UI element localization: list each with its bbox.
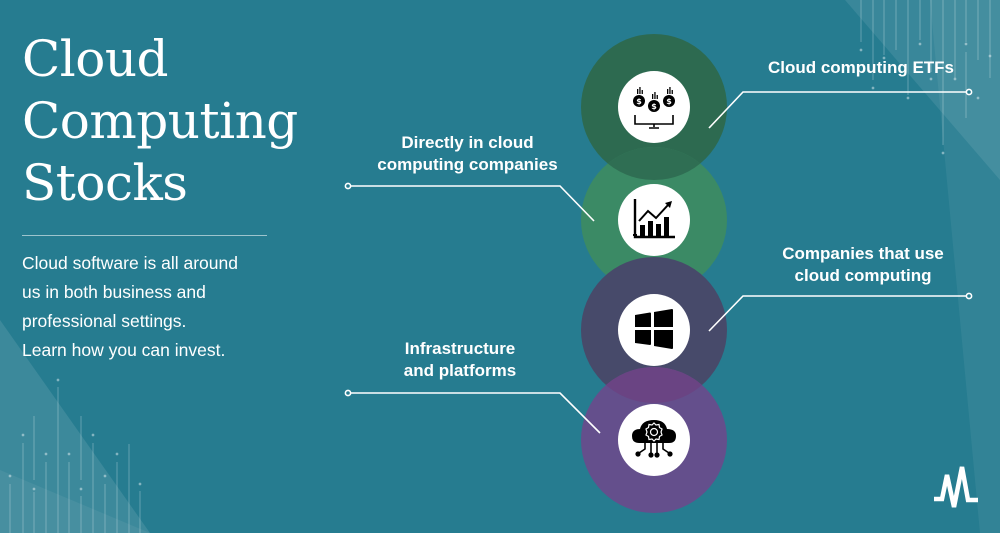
money-monitor-icon: $ $ $ [633, 87, 675, 129]
light-beam-bottom-left [0, 320, 150, 533]
light-beam-bottom-left-2 [0, 470, 150, 533]
svg-text:$: $ [636, 97, 642, 106]
connector-etfs [708, 91, 967, 129]
title-line: Computing [22, 92, 298, 150]
windows-logo-icon [635, 309, 673, 349]
svg-text:$: $ [666, 97, 672, 106]
icon-disc-etfs: $ $ $ [618, 71, 690, 143]
intro-paragraph: Cloud software is all around us in both … [22, 249, 292, 365]
connector-users [708, 295, 967, 332]
vertical-tick-lines-bottom-left [8, 378, 142, 533]
page-title: Cloud Computing Stocks [22, 28, 298, 214]
connector-direct [348, 185, 595, 222]
label-line: Cloud computing ETFs [767, 58, 955, 77]
intro-line: Learn how you can invest. [22, 340, 226, 360]
option-label-etfs: Cloud computing ETFs [746, 57, 976, 79]
option-label-direct: Directly in cloud computing companies [340, 132, 595, 176]
title-line: Cloud [22, 30, 169, 88]
label-line: and platforms [403, 361, 517, 380]
pulse-logo-icon [934, 466, 978, 508]
growth-chart-icon [633, 199, 675, 239]
light-beam-top-right-2 [930, 0, 1000, 533]
label-line: Infrastructure [404, 339, 516, 358]
label-line: cloud computing [794, 266, 932, 285]
icon-disc-infrastructure [618, 404, 690, 476]
connector-end-dot [965, 88, 973, 96]
connector-end-dot [344, 389, 352, 397]
vertical-tick-lines-top-right [859, 0, 992, 155]
label-line: computing companies [377, 155, 558, 174]
intro-line: Cloud software is all around [22, 253, 238, 273]
cloud-gear-network-icon [632, 420, 676, 458]
connector-end-dot [965, 292, 973, 300]
label-line: Directly in cloud [401, 133, 534, 152]
connector-end-dot [344, 182, 352, 190]
connector-infrastructure [348, 392, 601, 434]
option-label-infrastructure: Infrastructure and platforms [340, 338, 580, 382]
option-label-users: Companies that use cloud computing [748, 243, 978, 287]
title-divider [22, 235, 267, 236]
icon-disc-direct [618, 184, 690, 256]
icon-disc-users [618, 294, 690, 366]
light-beam-top-right [845, 0, 1000, 180]
label-line: Companies that use [782, 244, 944, 263]
svg-text:$: $ [651, 102, 657, 111]
title-line: Stocks [22, 154, 188, 212]
intro-line: professional settings. [22, 311, 187, 331]
intro-line: us in both business and [22, 282, 206, 302]
